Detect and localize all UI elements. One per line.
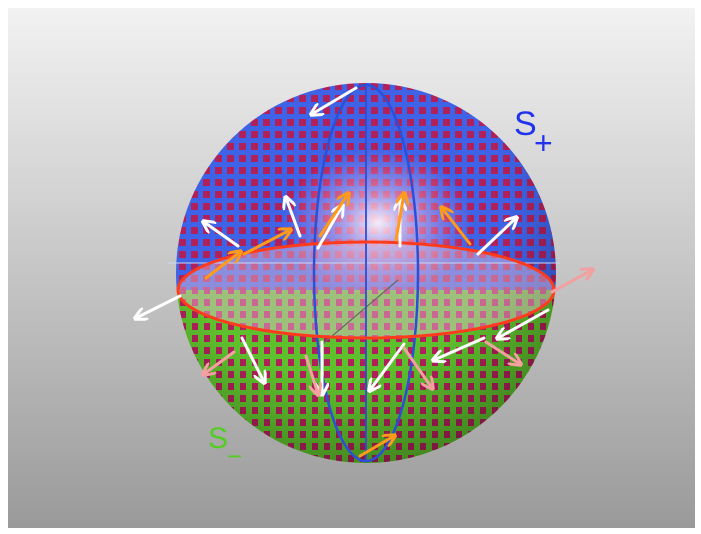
arrow-white <box>204 222 240 248</box>
arrow-white <box>434 336 486 360</box>
label-s-minus-base: S <box>208 422 228 455</box>
arrow-white <box>476 218 516 256</box>
label-s-plus: S + <box>514 105 553 161</box>
arrow-pink <box>204 350 236 374</box>
arrow-pink <box>484 340 520 364</box>
arrow-white <box>498 308 550 338</box>
arrow-orange <box>318 194 348 238</box>
arrow-pink <box>402 346 432 388</box>
label-s-minus-sub: − <box>227 441 242 471</box>
arrow-orange <box>442 208 472 246</box>
arrow-white <box>312 86 358 114</box>
arrow-white <box>370 342 406 390</box>
label-s-plus-sub: + <box>534 125 553 161</box>
arrow-pink <box>304 354 318 394</box>
arrow-pink <box>550 270 592 294</box>
arrow-orange <box>394 194 404 242</box>
arrow-white <box>136 294 182 318</box>
arrow-orange <box>242 230 290 256</box>
vector-field-arrows <box>136 86 592 458</box>
arrow-orange <box>358 436 394 458</box>
arrow-white <box>316 206 342 250</box>
sphere-diagram: S + S − <box>8 8 695 528</box>
diagram-canvas: S + S − <box>8 8 695 528</box>
label-s-minus: S − <box>208 422 242 471</box>
label-s-plus-base: S <box>514 105 537 143</box>
arrow-orange <box>204 252 240 280</box>
arrow-white <box>286 198 302 238</box>
arrow-white <box>240 336 264 382</box>
